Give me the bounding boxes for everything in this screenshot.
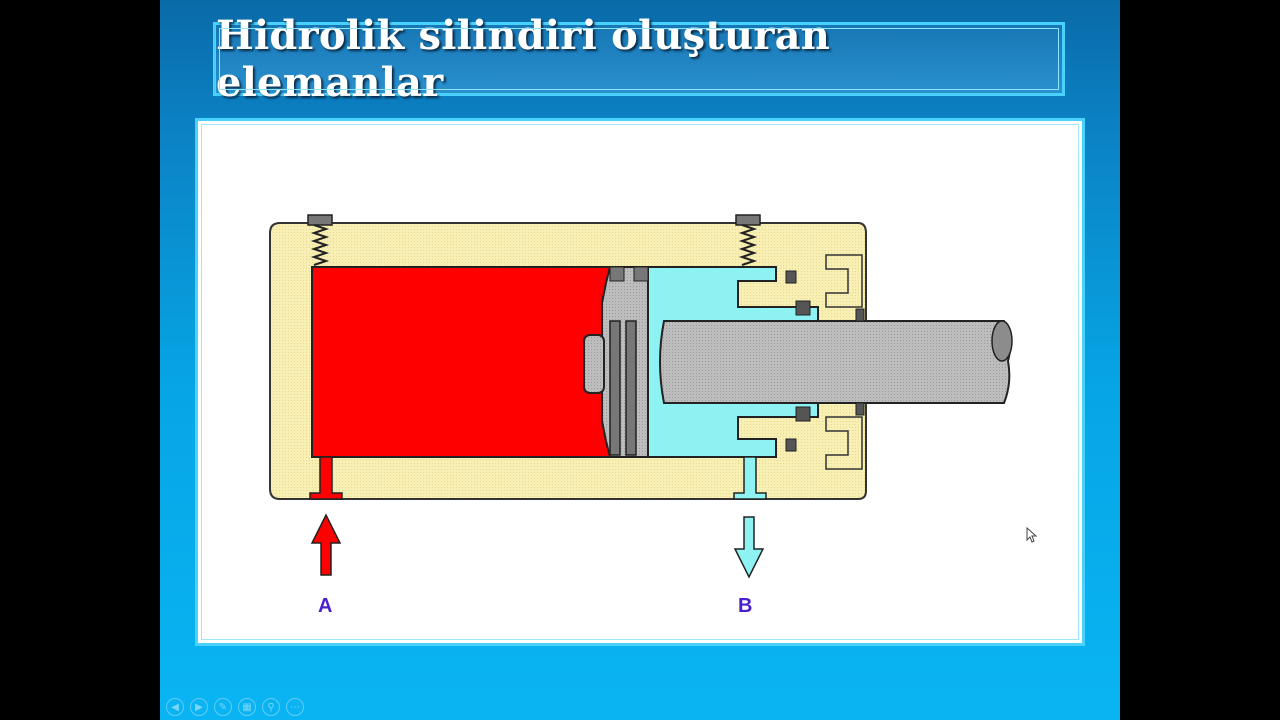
wiper-bottom (855, 402, 865, 416)
inlet-arrow-a (310, 513, 342, 576)
wiper-top (855, 308, 865, 322)
presentation-slide: Hidrolik silindiri oluşturan elemanlar (160, 0, 1120, 720)
seal-top-2 (633, 266, 649, 282)
previous-icon[interactable]: ◀ (166, 698, 184, 716)
port-a-label: A (318, 595, 332, 617)
seal-gland-bottom (785, 438, 797, 452)
seal-rod-bottom (795, 406, 811, 422)
piston-head (601, 266, 649, 458)
end-cap-slot-bottom (825, 416, 863, 470)
port-b-channel (733, 456, 767, 500)
piston-seal-2 (625, 320, 637, 456)
port-b-label: B (738, 595, 752, 617)
more-icon[interactable]: ⋯ (286, 698, 304, 716)
rod-end (991, 320, 1013, 362)
pen-icon[interactable]: ✎ (214, 698, 232, 716)
port-a-channel (309, 456, 343, 500)
slides-grid-icon[interactable]: ▦ (238, 698, 256, 716)
title-banner: Hidrolik silindiri oluşturan elemanlar (213, 12, 1065, 106)
seal-rod-top (795, 300, 811, 316)
tie-bolt-left (307, 214, 333, 266)
hydraulic-cylinder-diagram: A B (269, 214, 1013, 617)
mouse-cursor-icon (1026, 527, 1038, 543)
piston-seal-1 (609, 320, 621, 456)
end-cap-slot-top (825, 254, 863, 308)
next-icon[interactable]: ▶ (190, 698, 208, 716)
slide-title: Hidrolik silindiri oluşturan elemanlar (216, 12, 830, 106)
slideshow-controls: ◀ ▶ ✎ ▦ ⚲ ⋯ (166, 698, 304, 716)
piston-nut (583, 334, 605, 394)
outlet-arrow-b (733, 516, 765, 579)
seal-gland-top (785, 270, 797, 284)
diagram-frame: A B (195, 118, 1085, 646)
piston-rod (659, 320, 1012, 404)
seal-top-1 (609, 266, 625, 282)
zoom-icon[interactable]: ⚲ (262, 698, 280, 716)
pressure-chamber (311, 266, 611, 458)
tie-bolt-right (735, 214, 761, 266)
